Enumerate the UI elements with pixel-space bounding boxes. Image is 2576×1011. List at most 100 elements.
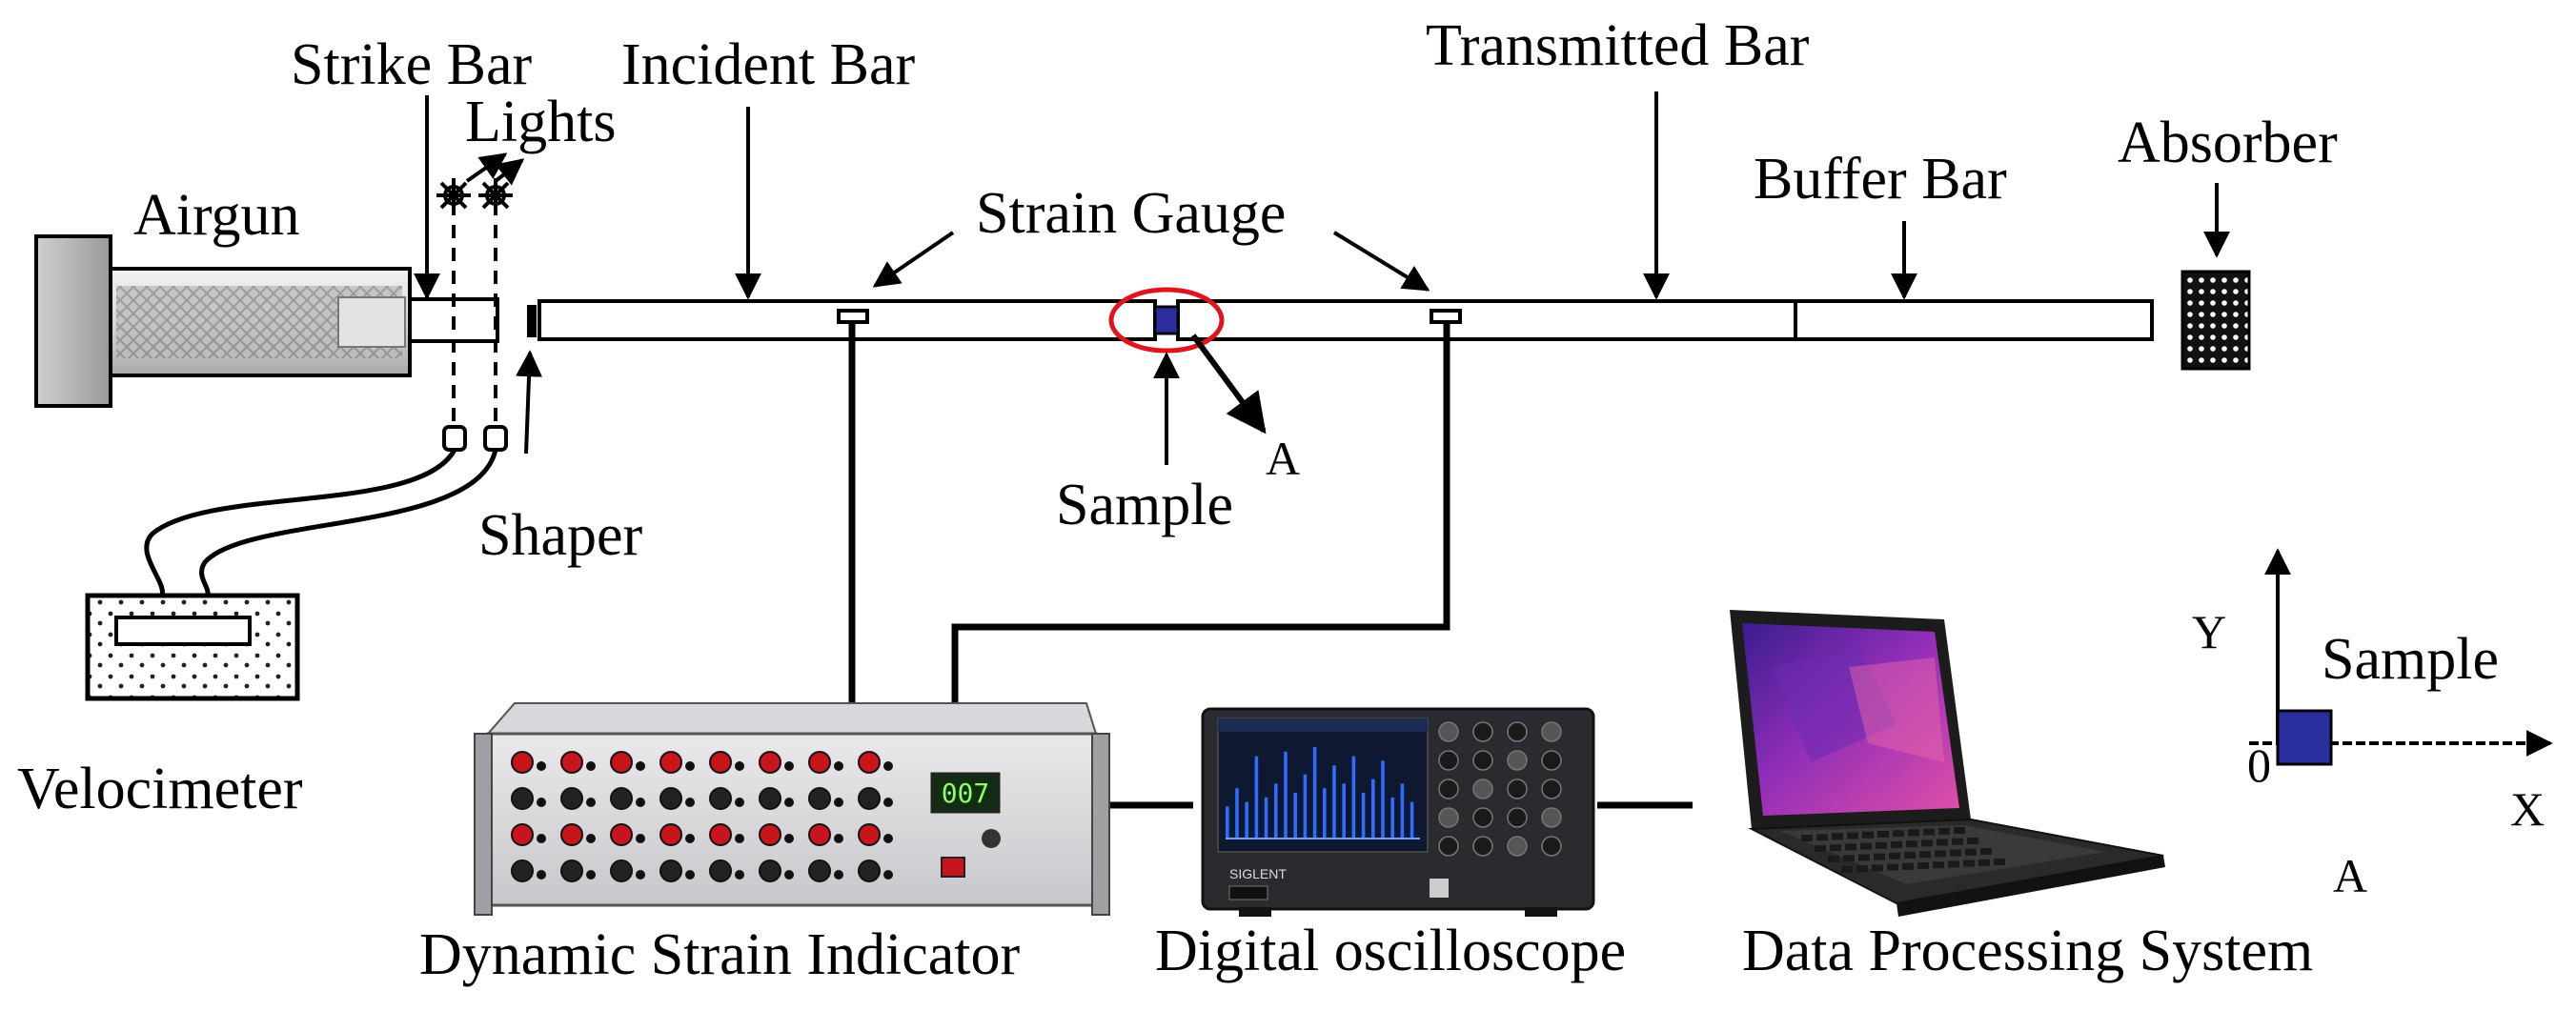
shaper (527, 305, 537, 337)
socket-icon (586, 761, 596, 771)
inset-sample (2276, 709, 2333, 766)
scope-knob-icon (1472, 778, 1493, 799)
spectrum-bar (1264, 797, 1268, 839)
scope-knob-icon (1438, 836, 1459, 857)
key (1933, 861, 1944, 869)
label-velocimeter: Velocimeter (17, 757, 303, 821)
knob-icon (759, 859, 781, 882)
knob-icon (659, 751, 682, 774)
spectrum-bar (1351, 756, 1356, 839)
spectrum-bar (1323, 788, 1327, 839)
key (1845, 843, 1856, 851)
sample-inset (2249, 548, 2553, 766)
spectrum-bar (1332, 765, 1336, 839)
key (1938, 827, 1950, 835)
scope-knob-icon (1541, 778, 1562, 799)
knob-icon (759, 823, 781, 846)
label-absorber: Absorber (2118, 111, 2338, 175)
callout-arrows (414, 91, 2230, 465)
knob-icon (560, 859, 583, 882)
velocity-sensors (442, 425, 508, 452)
scope-knob-icon (1507, 778, 1528, 799)
airgun (34, 234, 412, 408)
knob-icon (610, 751, 633, 774)
laptop (1730, 610, 2165, 917)
label-dynamic-strain-indicator: Dynamic Strain Indicator (419, 922, 1020, 987)
socket-icon (586, 798, 596, 807)
inset-sample-label: Sample (2322, 627, 2499, 692)
knob-icon (709, 787, 732, 810)
socket-icon (537, 834, 546, 843)
spectrum-bar (1303, 774, 1308, 839)
strain-gauge-transmitted (1430, 309, 1462, 324)
scope-knob-icon (1507, 807, 1528, 828)
socket-icon (636, 870, 645, 880)
lights (436, 152, 525, 425)
socket-icon (784, 798, 794, 807)
knob-icon (659, 823, 682, 846)
socket-icon (784, 761, 794, 771)
socket-icon (537, 761, 546, 771)
scope-knob-icon (1541, 721, 1562, 742)
velocimeter-cables (144, 448, 498, 596)
key (1954, 827, 1965, 834)
socket-icon (735, 761, 744, 771)
key (1828, 856, 1839, 862)
key (1843, 855, 1855, 862)
knob-icon (759, 787, 781, 810)
scope-knob-icon (1507, 721, 1528, 742)
key (1935, 850, 1946, 858)
label-airgun: Airgun (133, 183, 300, 248)
key (1963, 859, 1975, 867)
inset-caption: A (2333, 849, 2367, 902)
key (1862, 831, 1874, 839)
absorber (2180, 270, 2251, 371)
label-digital-oscilloscope: Digital oscilloscope (1155, 919, 1626, 983)
knob-icon (858, 823, 881, 846)
scope-knob-icon (1438, 807, 1459, 828)
key (1841, 866, 1853, 873)
scope-knob-icon (1507, 836, 1528, 857)
spectrum-bar (1381, 760, 1385, 839)
key (1832, 833, 1843, 840)
knob-icon (709, 823, 732, 846)
sample-specimen (1153, 305, 1180, 335)
key (1902, 862, 1914, 870)
key (1877, 831, 1889, 838)
socket-icon (735, 870, 744, 880)
socket-icon (834, 761, 843, 771)
socket-icon (735, 834, 744, 843)
key (1860, 842, 1872, 850)
key (1887, 863, 1898, 871)
socket-icon (735, 798, 744, 807)
socket-icon (685, 761, 695, 771)
socket-icon (685, 798, 695, 807)
scope-knob-icon (1472, 750, 1493, 771)
socket-icon (586, 834, 596, 843)
spectrum-bar (1226, 806, 1229, 839)
label-transmitted-bar: Transmitted Bar (1426, 13, 1810, 78)
knob-icon (659, 787, 682, 810)
dynamic-strain-indicator: 007 (474, 702, 1110, 916)
scope-knob-icon (1472, 836, 1493, 857)
socket-icon (883, 834, 893, 843)
spectrum-bar (1284, 751, 1288, 839)
inset-y-label: Y (2192, 605, 2226, 658)
knob-icon (511, 787, 534, 810)
socket-icon (784, 834, 794, 843)
key (1876, 841, 1887, 849)
key (1952, 838, 1963, 845)
knob-icon (560, 787, 583, 810)
spectrum-bar (1400, 783, 1405, 839)
socket-icon (685, 870, 695, 880)
key (1891, 841, 1902, 848)
digital-oscilloscope: SIGLENT (1201, 707, 1595, 917)
socket-icon (636, 798, 645, 807)
socket-icon (586, 870, 596, 880)
socket-icon (784, 870, 794, 880)
velocimeter (85, 593, 300, 701)
key (1917, 862, 1929, 869)
key (1847, 832, 1858, 839)
